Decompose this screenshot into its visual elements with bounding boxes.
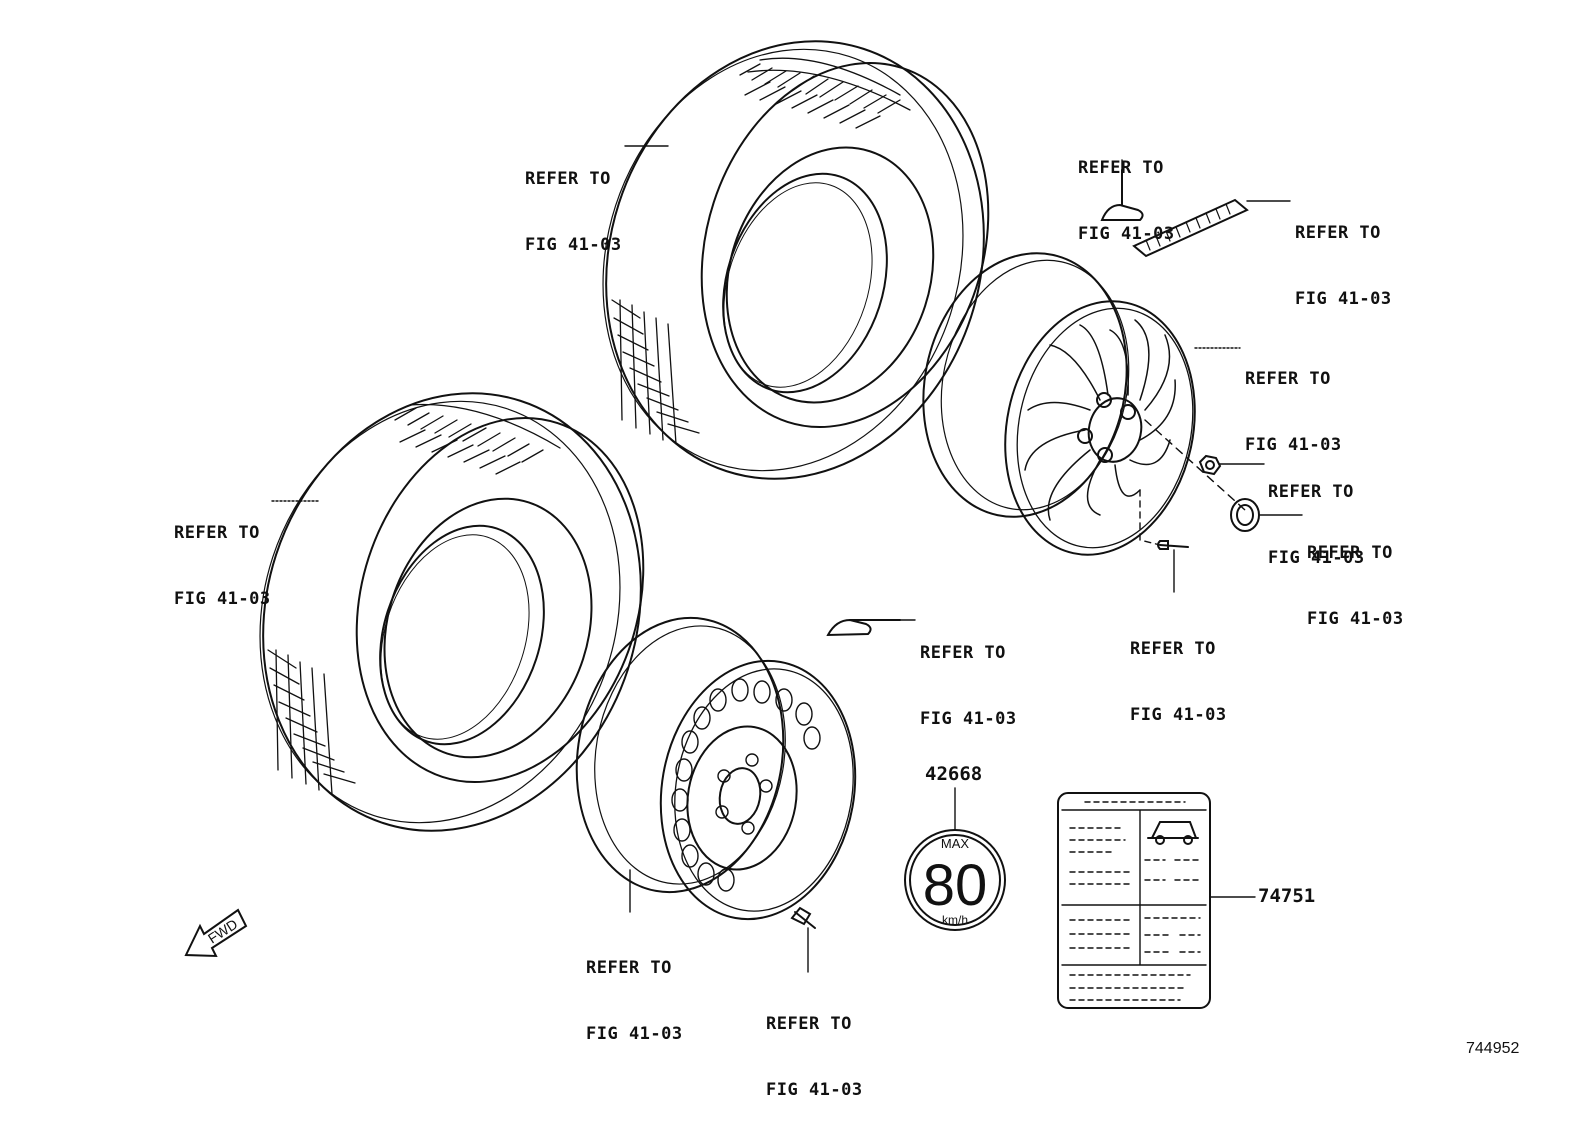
- axis-valve: [1139, 489, 1161, 546]
- callout-line: FIG 41-03: [1268, 548, 1365, 568]
- callout-tire-rear[interactable]: REFER TO FIG 41-03: [525, 124, 622, 278]
- tire-rear: [602, 40, 990, 480]
- part-number-speed-label[interactable]: 42668: [925, 763, 983, 785]
- callout-line: REFER TO: [920, 643, 1006, 663]
- callout-line: FIG 41-03: [1295, 289, 1392, 309]
- hub-cap: [1230, 498, 1260, 532]
- callout-steel-wheel[interactable]: REFER TO FIG 41-03: [586, 913, 683, 1067]
- callout-line: FIG 41-03: [1307, 609, 1404, 629]
- alloy-wheel: [922, 252, 1196, 556]
- callout-line: REFER TO: [1130, 639, 1216, 659]
- callout-valve-steel[interactable]: REFER TO FIG 41-03: [766, 969, 863, 1123]
- diagram-id: 744952: [1466, 1040, 1520, 1057]
- callout-line: FIG 41-03: [920, 709, 1017, 729]
- tire-front: [259, 392, 645, 832]
- callout-line: FIG 41-03: [1130, 705, 1227, 725]
- callout-tpms-mid[interactable]: REFER TO FIG 41-03: [920, 598, 1017, 752]
- tpms-sensor-mid: [826, 618, 901, 637]
- fwd-arrow-graphic: [184, 908, 248, 958]
- callout-line: FIG 41-03: [1245, 435, 1342, 455]
- tire-placard-graphic: [1057, 792, 1211, 1009]
- callout-line: FIG 41-03: [586, 1024, 683, 1044]
- callout-tire-front[interactable]: REFER TO FIG 41-03: [174, 478, 271, 632]
- callout-tpms-top[interactable]: REFER TO FIG 41-03: [1078, 113, 1175, 267]
- callout-hub-nut[interactable]: REFER TO FIG 41-03: [1268, 437, 1365, 591]
- callout-balance-weight[interactable]: REFER TO FIG 41-03: [1295, 178, 1392, 332]
- callout-line: REFER TO: [525, 169, 611, 189]
- diagram-labels: MAX 80 km/h FWD: [205, 836, 988, 947]
- callout-line: FIG 41-03: [766, 1080, 863, 1100]
- callout-valve-alloy[interactable]: REFER TO FIG 41-03: [1130, 594, 1227, 748]
- parts-diagram: [184, 40, 1303, 1009]
- callout-line: FIG 41-03: [525, 235, 622, 255]
- valve-steel: [790, 906, 816, 929]
- valve-alloy: [1157, 540, 1189, 550]
- speed-label-top: MAX: [941, 836, 970, 851]
- callout-line: REFER TO: [586, 958, 672, 978]
- callout-line: REFER TO: [1078, 158, 1164, 178]
- callout-line: REFER TO: [174, 523, 260, 543]
- callout-line: FIG 41-03: [1078, 224, 1175, 244]
- part-number-tire-placard[interactable]: 74751: [1258, 885, 1316, 907]
- callout-line: REFER TO: [1295, 223, 1381, 243]
- speed-label-value: 80: [923, 853, 988, 918]
- callout-line: REFER TO: [766, 1014, 852, 1034]
- axis-alloy: [1144, 419, 1246, 511]
- callout-alloy-wheel[interactable]: REFER TO FIG 41-03: [1245, 324, 1342, 478]
- tpms-sensor-top: [1100, 169, 1144, 221]
- callout-line: REFER TO: [1268, 482, 1354, 502]
- callout-line: REFER TO: [1245, 369, 1331, 389]
- balance-weight: [1132, 198, 1249, 258]
- fwd-arrow-label: FWD: [205, 916, 240, 947]
- callout-line: FIG 41-03: [174, 589, 271, 609]
- speed-label-unit: km/h: [942, 913, 968, 927]
- steel-wheel: [575, 616, 857, 921]
- callout-hub-cap[interactable]: REFER TO FIG 41-03: [1307, 498, 1404, 652]
- callout-line: REFER TO: [1307, 543, 1393, 563]
- hub-nut: [1198, 454, 1222, 476]
